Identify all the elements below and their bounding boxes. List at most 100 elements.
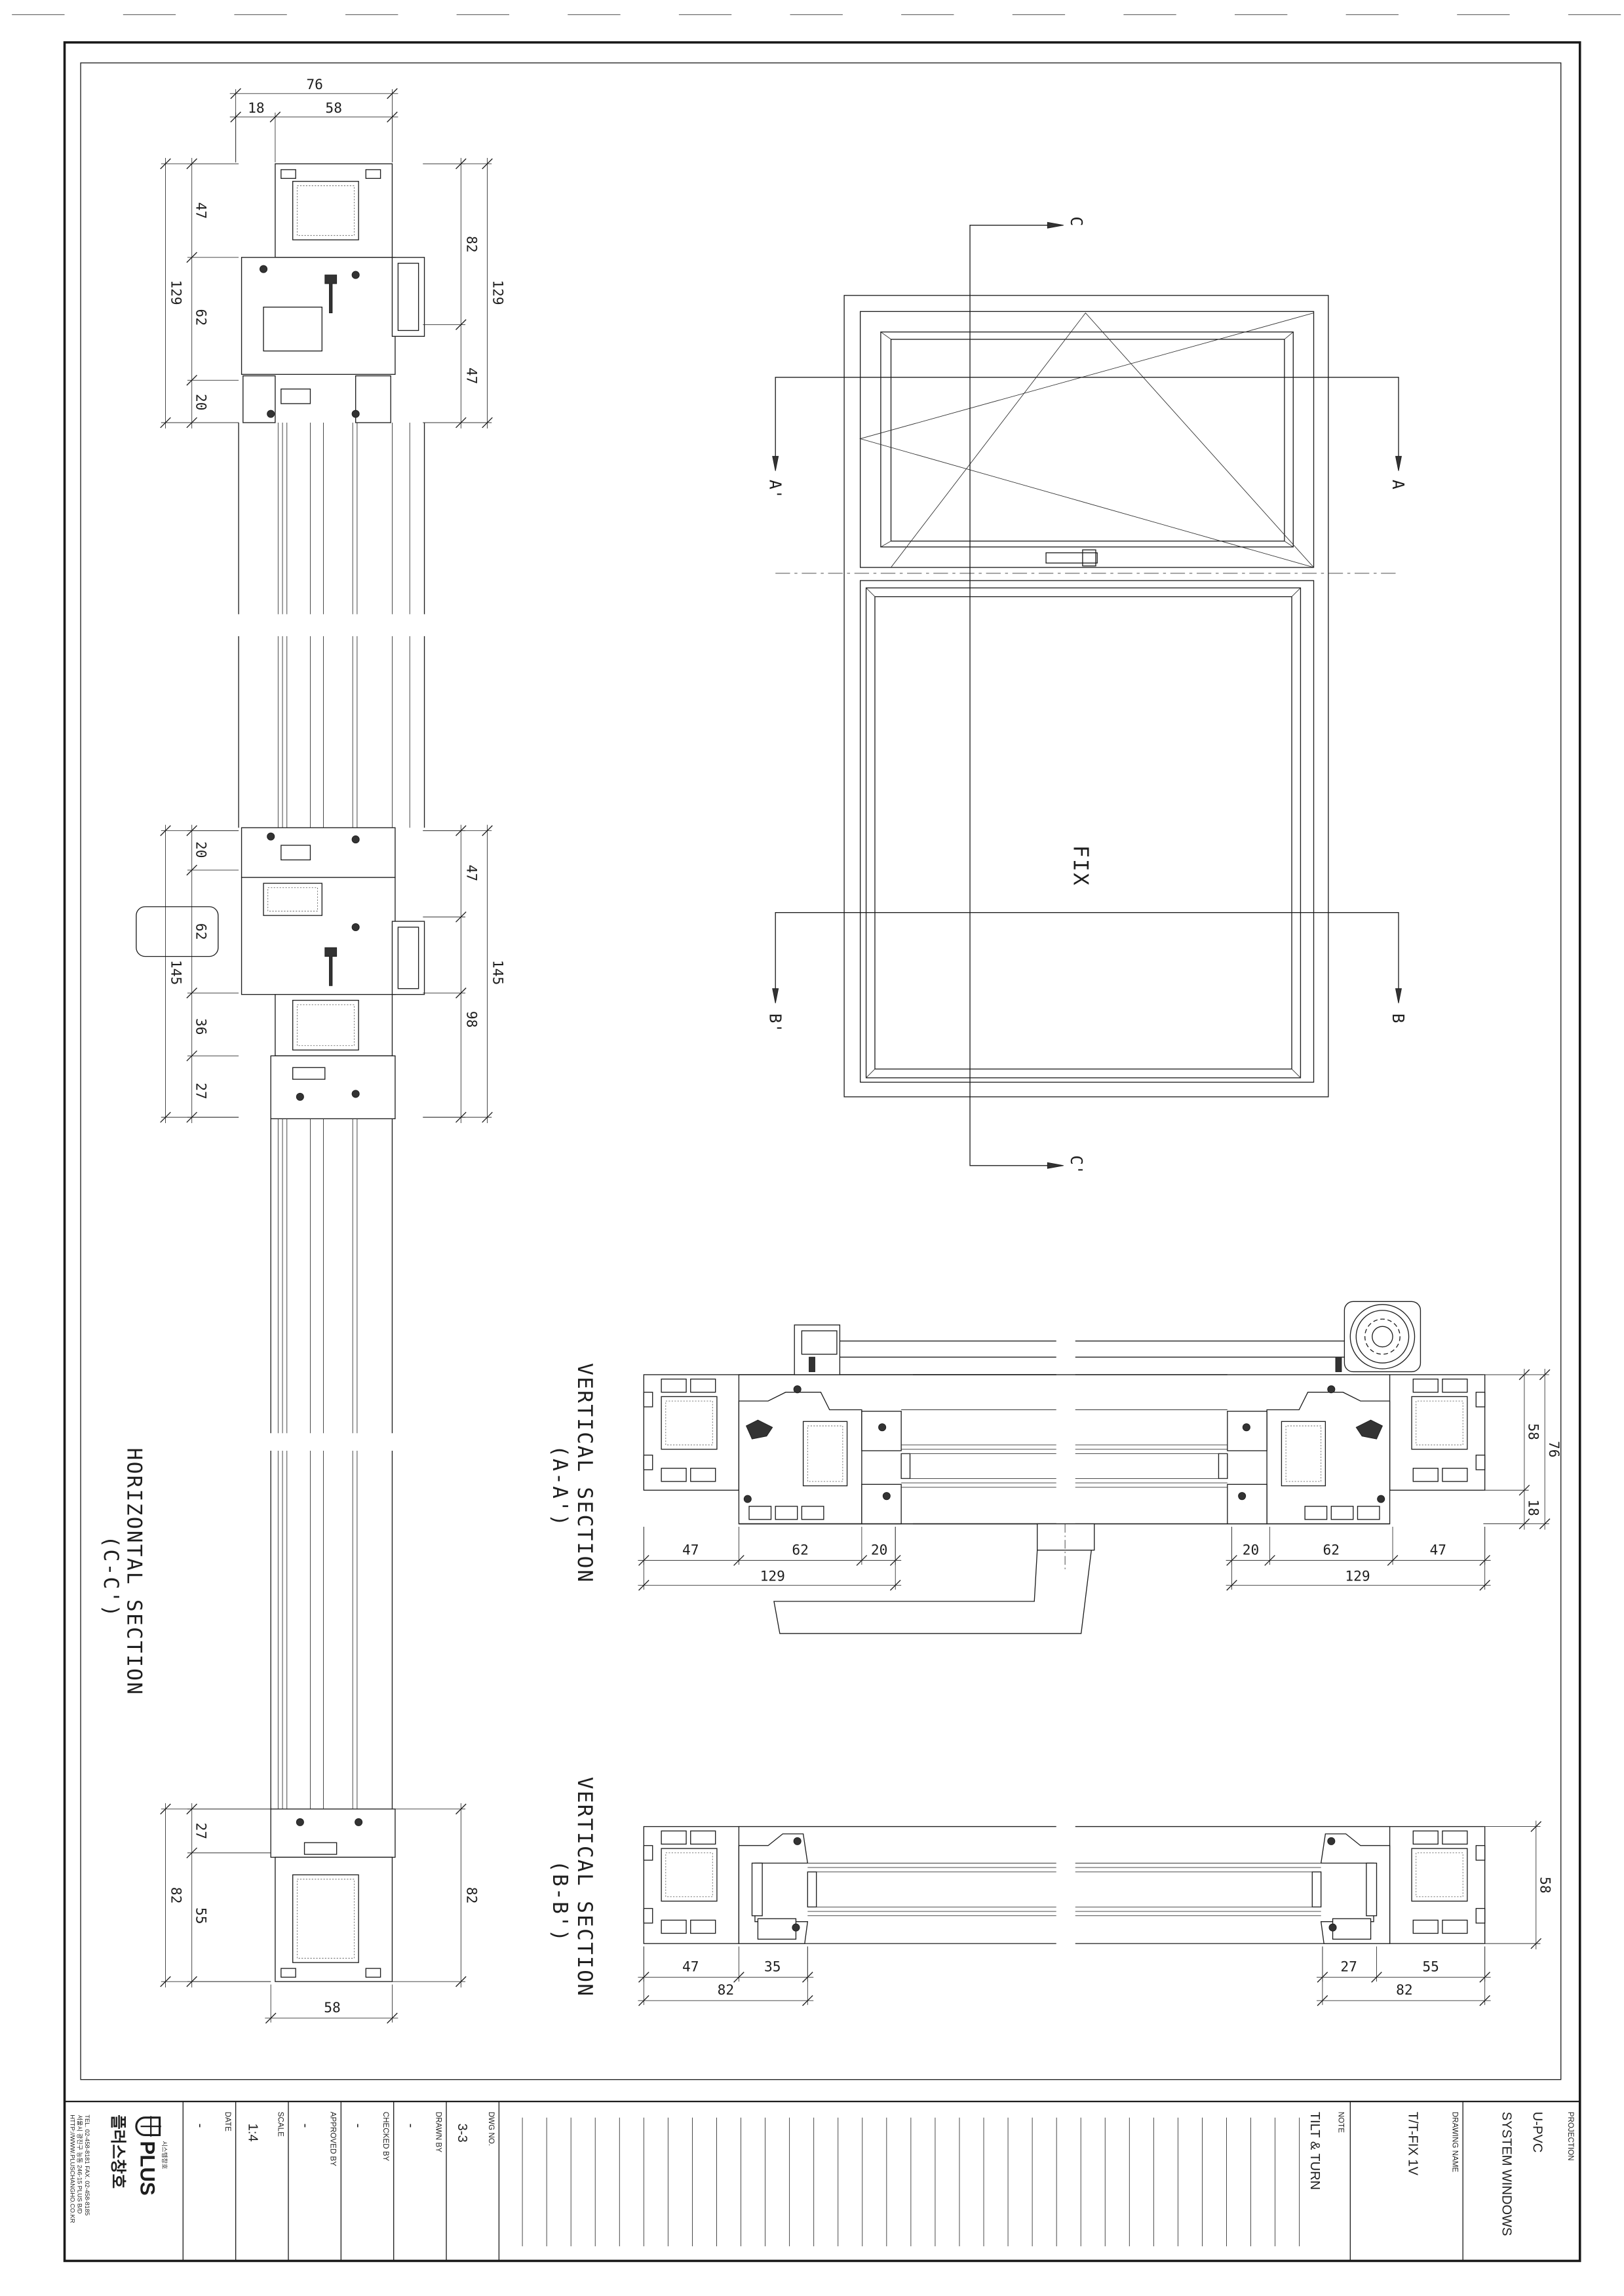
dimension-tick — [160, 1111, 171, 1123]
dimension-tick — [1317, 1995, 1328, 2006]
dimension-tick — [455, 987, 467, 999]
dimension-tick — [160, 417, 171, 429]
dimension-label: 20 — [871, 1541, 888, 1558]
dimension-label: 129 — [1345, 1568, 1370, 1584]
dimension-tick — [455, 1111, 467, 1123]
dwg-no-value: 3-3 — [455, 2124, 469, 2143]
company-logo: PLUS 시스템창호 플러스창호 TEL. 02-458-8181 FAX. 0… — [69, 2114, 168, 2223]
dimension-tick — [265, 2012, 277, 2024]
dimension-label: 76 — [1546, 1441, 1562, 1458]
scale-label: SCALE — [276, 2112, 284, 2137]
dimension-tick — [186, 1050, 197, 1062]
dimension-tick — [186, 1847, 197, 1859]
vertical-section-b-title: VERTICAL SECTION — [573, 1777, 596, 1998]
logo-text: PLUS — [136, 2141, 159, 2195]
drawing-name: T/T-FIX 1V — [1406, 2112, 1420, 2176]
dimension-label: 82 — [1396, 1981, 1413, 1998]
vertical-section-b-subtitle: (B-B') — [548, 1860, 571, 1943]
dimension-tick — [186, 417, 197, 429]
roller-housing-icon — [1344, 1301, 1421, 1373]
dimension-label: 47 — [463, 368, 480, 385]
approved-by-label: APPROVED BY — [329, 2112, 338, 2166]
dimension-tick — [455, 417, 467, 429]
dimension-label: 47 — [682, 1959, 699, 1975]
dimension-tick — [186, 825, 197, 836]
dimension-label: 62 — [193, 923, 209, 940]
handle-icon — [1045, 552, 1098, 564]
dimension-tick — [186, 1803, 197, 1815]
dimension-label: 27 — [193, 1823, 209, 1840]
dimension-label: 145 — [490, 960, 506, 985]
dimension-label: 129 — [760, 1568, 785, 1584]
dimension-label: 82 — [168, 1887, 184, 1904]
dimension-tick — [482, 158, 493, 170]
note-value: TILT & TURN — [1307, 2112, 1322, 2190]
dimension-tick — [1539, 1369, 1551, 1381]
dimension-label: 82 — [718, 1981, 735, 1998]
dimension-tick — [186, 1111, 197, 1123]
dimension-tick — [186, 374, 197, 386]
dimension-tick — [733, 1972, 744, 1983]
dimension-tick — [1264, 1555, 1275, 1566]
note-label: NOTE — [1336, 2112, 1345, 2133]
dimension-label: 18 — [1526, 1499, 1542, 1516]
dimension-tick — [1518, 1484, 1530, 1496]
dimension-label: 62 — [792, 1541, 809, 1558]
dimension-tick — [1539, 1518, 1551, 1529]
dimension-tick — [482, 825, 493, 836]
dimension-tick — [455, 825, 467, 836]
sheet-outer-border — [63, 41, 1581, 2263]
dimension-label: 47 — [193, 202, 209, 220]
dimension-label: 35 — [764, 1959, 781, 1975]
dimension-tick — [1479, 1995, 1490, 2006]
dimension-tick — [455, 911, 467, 923]
section-marker-b: B — [1389, 1014, 1408, 1024]
horizontal-section-title: HORIZONTAL SECTION — [122, 1448, 145, 1696]
dimension-tick — [638, 1580, 649, 1591]
dimension-tick — [1530, 1938, 1542, 1949]
projection-label: PROJECTION — [1566, 2112, 1575, 2161]
window-logo-icon — [135, 2116, 161, 2137]
dimension-tick — [856, 1555, 868, 1566]
vertical-section-a-a — [643, 1301, 1486, 1634]
dimension-label: 58 — [325, 100, 342, 116]
dimension-tick — [455, 319, 467, 330]
dimension-label: 145 — [168, 960, 184, 985]
drawn-by-value: - — [404, 2124, 418, 2128]
vertical-section-a-subtitle: (A-A') — [548, 1445, 571, 1527]
dimension-label: 82 — [463, 1887, 480, 1904]
dimension-tick — [160, 825, 171, 836]
dimension-label: 47 — [463, 865, 480, 882]
dimension-tick — [230, 88, 241, 100]
dimension-tick — [186, 864, 197, 876]
checked-by-label: CHECKED BY — [381, 2112, 390, 2162]
dimension-tick — [1479, 1580, 1490, 1591]
section-marker-c: C — [1067, 216, 1086, 226]
dimension-tick — [733, 1555, 744, 1566]
date-value: - — [193, 2124, 207, 2128]
dimension-label: 129 — [168, 280, 184, 305]
title-block: PROJECTION U-PVC SYSTEM WINDOWS DRAWING … — [64, 2101, 1580, 2261]
company-website[interactable]: HTTP://WWW.PLUSCHANGHO.CO.KR — [69, 2114, 75, 2223]
section-marker-c-prime: C' — [1067, 1155, 1086, 1175]
dimension-tick — [1226, 1580, 1237, 1591]
dimension-label: 76 — [306, 76, 323, 92]
dimension-tick — [455, 1803, 467, 1815]
dimension-label: 62 — [193, 309, 209, 326]
section-marker-b-prime: B' — [765, 1014, 784, 1033]
company-address: 서울시 광진구 능동 246-15 PLUS B/D — [77, 2114, 84, 2213]
dimension-label: 20 — [193, 841, 209, 858]
vertical-section-a-title: VERTICAL SECTION — [573, 1363, 596, 1584]
horizontal-section-c-c — [238, 163, 425, 1982]
dimension-tick — [387, 88, 398, 100]
dimension-tick — [160, 158, 171, 170]
revision-lines — [522, 2117, 1300, 2247]
dimension-tick — [186, 987, 197, 999]
company-phone-fax: TEL. 02-458-8181 FAX. 02-458-8185 — [84, 2114, 90, 2215]
dimension-label: 20 — [193, 394, 209, 411]
dimension-label: 58 — [324, 1999, 341, 2016]
dimension-tick — [1387, 1555, 1399, 1566]
dimension-tick — [230, 111, 241, 123]
dimension-tick — [482, 417, 493, 429]
